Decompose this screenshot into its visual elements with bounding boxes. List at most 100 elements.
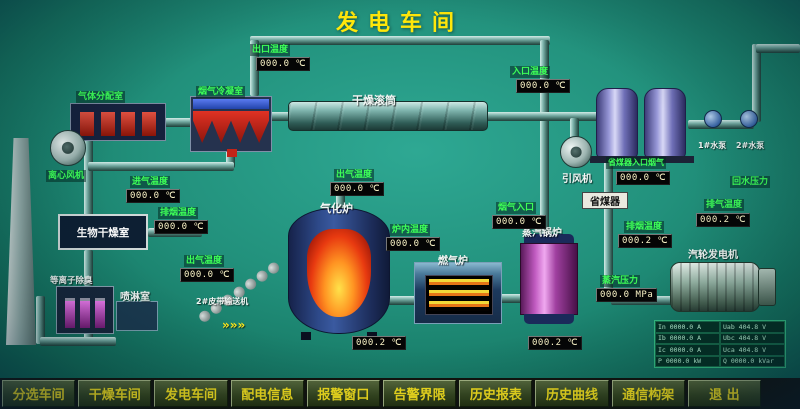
return-water-label: 回水压力 <box>730 176 771 188</box>
pump-1-icon <box>704 110 722 128</box>
pipe <box>84 140 93 218</box>
generator-value: Ic 0000.0 A <box>655 344 720 356</box>
distribution-cell <box>80 112 95 136</box>
gasifier-bottom-value: 000.2 ℃ <box>352 336 407 350</box>
gasifier-vessel <box>288 208 390 340</box>
distribution-cell <box>100 112 115 136</box>
induced-fan-label: 引风机 <box>562 174 592 185</box>
outlet-gas-center-value: 000.0 ℃ <box>330 182 385 196</box>
belt-conveyor-label: 2#皮带输送机 <box>196 297 249 306</box>
generator-data-panel: In 0000.0 A Uab 404.8 V Ib 0000.0 A Ubc … <box>654 320 786 368</box>
outlet-gas-left-label: 出气温度 <box>184 255 225 267</box>
outlet-gas-left-value: 000.0 ℃ <box>180 268 235 282</box>
spray-room-box <box>116 301 158 331</box>
pipe <box>270 112 292 121</box>
steam-boiler-label: 蒸汽锅炉 <box>522 228 562 239</box>
pump-2-label: 2#水泵 <box>736 141 765 150</box>
condenser-label: 烟气冷凝室 <box>196 86 246 98</box>
inlet-temp-top-value: 000.0 ℃ <box>516 79 571 93</box>
economizer-inlet-label: 省煤器入口烟气 <box>606 157 666 169</box>
condenser-elements <box>193 111 269 143</box>
generator-value: Ib 0000.0 A <box>655 332 720 344</box>
water-tank-2 <box>644 88 686 158</box>
conveyor-direction-arrows: »»» <box>222 318 246 332</box>
gasifier-label: 气化炉 <box>320 202 353 215</box>
gasifier-flame <box>307 229 371 317</box>
flue-temp-left-label: 排烟温度 <box>158 207 199 219</box>
generator-value: Uab 404.8 V <box>720 321 785 333</box>
menu-history-curve[interactable]: 历史曲线 <box>535 380 609 407</box>
condenser-box <box>190 96 272 157</box>
gas-distribution-label: 气体分配室 <box>76 91 126 103</box>
steam-pressure-value: 000.0 MPa <box>596 288 658 302</box>
generator-value: Ubc 404.8 V <box>720 332 785 344</box>
plasma-tube <box>79 298 90 328</box>
flue-inlet-value: 000.0 ℃ <box>492 215 547 229</box>
flue-temp-left-value: 000.0 ℃ <box>154 220 209 234</box>
spray-room-label: 喷淋室 <box>120 292 150 303</box>
drying-drum <box>288 101 488 131</box>
turbine-generator-label: 汽轮发电机 <box>688 250 738 261</box>
generator-value: Q 0000.0 kVar <box>720 355 785 367</box>
menu-drying-workshop[interactable]: 干燥车间 <box>78 380 152 407</box>
pipe <box>40 337 116 346</box>
pipe <box>250 40 259 96</box>
bio-drying-room: 生物干燥室 <box>58 214 148 250</box>
pipe <box>84 330 93 342</box>
menu-power-distribution-info[interactable]: 配电信息 <box>230 380 304 407</box>
generator-ribs <box>671 263 759 311</box>
boiler-bottom-value: 000.2 ℃ <box>528 336 583 350</box>
pipe <box>752 44 761 122</box>
steam-pressure-label: 蒸汽压力 <box>600 275 641 287</box>
centrifugal-fan-label: 离心风机 <box>46 170 87 182</box>
boiler-top-cap <box>524 234 574 244</box>
water-tank-1 <box>596 88 638 158</box>
pump-1-label: 1#水泵 <box>698 141 727 150</box>
intake-temp-left-label: 进气温度 <box>130 176 171 188</box>
pipe <box>540 40 549 238</box>
pipe <box>604 158 613 290</box>
turbine-generator-body <box>670 262 760 312</box>
gas-distribution-box <box>70 103 166 141</box>
pump-2-icon <box>740 110 758 128</box>
plasma-box <box>56 286 114 334</box>
pipe <box>388 296 418 305</box>
outlet-temp-top-value: 000.0 ℃ <box>256 57 311 71</box>
furnace-flames <box>429 279 489 311</box>
economizer-inlet-value: 000.0 ℃ <box>616 171 671 185</box>
menu-exit[interactable]: 退 出 <box>687 380 762 407</box>
pipe <box>165 118 195 127</box>
menu-comm-structure[interactable]: 通信构架 <box>611 380 685 407</box>
exhaust-temp-right-value: 000.2 ℃ <box>696 213 751 227</box>
distribution-cell <box>141 112 156 136</box>
generator-value: Uca 404.8 V <box>720 344 785 356</box>
drying-drum-label: 干燥滚筒 <box>352 94 396 107</box>
pipe <box>500 294 522 303</box>
outlet-gas-center-label: 出气温度 <box>334 169 375 181</box>
furnace-temp-label: 炉内温度 <box>390 224 431 236</box>
pipe <box>485 112 603 121</box>
outlet-temp-top-label: 出口温度 <box>250 44 291 56</box>
induced-fan-icon <box>560 136 592 168</box>
pipe <box>756 44 800 53</box>
inlet-temp-top-label: 入口温度 <box>510 66 551 78</box>
condenser-valve <box>227 149 237 157</box>
intake-temp-left-value: 000.0 ℃ <box>126 189 181 203</box>
generator-value: P 0000.0 kW <box>655 355 720 367</box>
flue-inlet-label: 烟气入口 <box>496 202 537 214</box>
furnace-temp-value: 000.0 ℃ <box>386 237 441 251</box>
pipe <box>336 188 345 212</box>
plasma-tube <box>94 298 105 328</box>
menu-history-report[interactable]: 历史报表 <box>459 380 533 407</box>
menu-alarm-limits[interactable]: 告警界限 <box>383 380 457 407</box>
menu-power-workshop[interactable]: 发电车间 <box>154 380 228 407</box>
bio-drying-room-label: 生物干燥室 <box>76 226 130 239</box>
boiler-bottom-cap <box>524 314 574 324</box>
menu-alarm-window[interactable]: 报警窗口 <box>306 380 381 407</box>
menu-sorting-workshop[interactable]: 分选车间 <box>2 380 76 407</box>
condenser-water-jacket <box>193 99 269 109</box>
bottom-menu-bar: 分选车间 干燥车间 发电车间 配电信息 报警窗口 告警界限 历史报表 历史曲线 … <box>0 378 800 409</box>
plasma-tube <box>65 298 76 328</box>
gasifier-leg <box>301 332 311 340</box>
